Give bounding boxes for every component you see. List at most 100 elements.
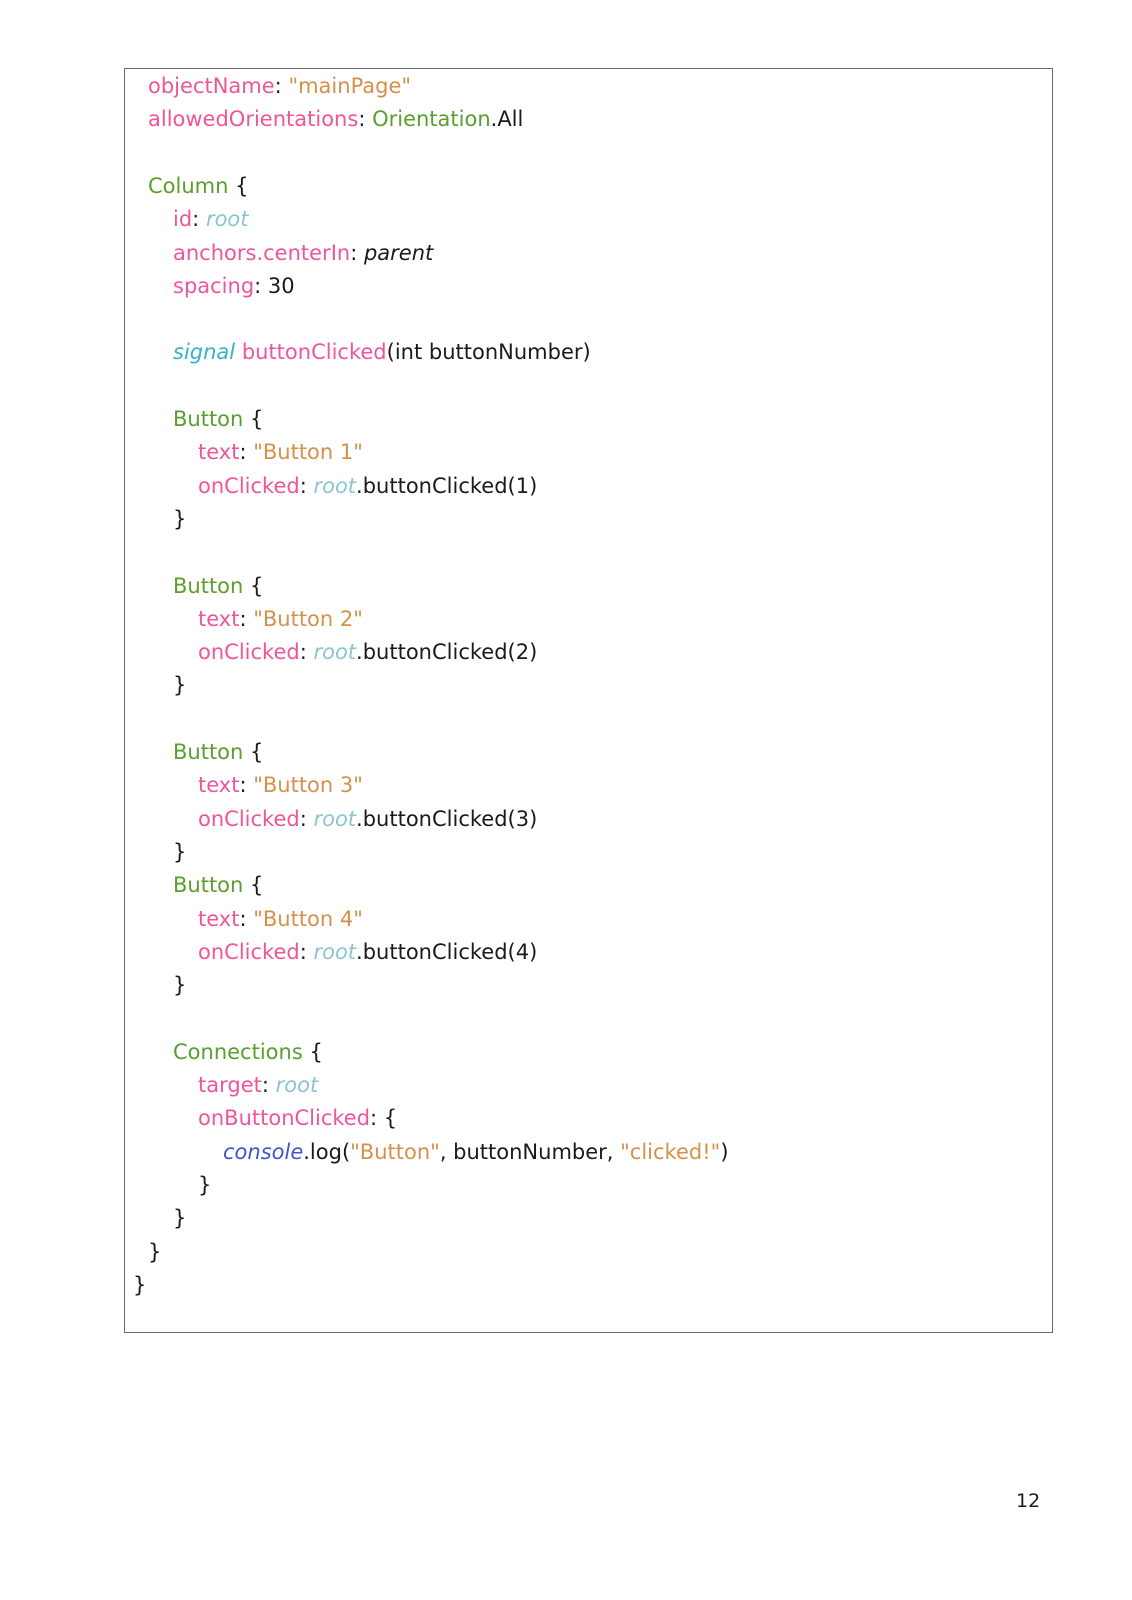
code-line: } [173,668,186,702]
code-token: onClicked [198,473,300,498]
code-line: spacing: 30 [173,269,295,303]
code-token: "Button 3" [253,773,363,798]
code-line: allowedOrientations: Orientation.All [148,102,523,136]
code-token: : [239,440,254,465]
code-token: : [239,606,254,631]
code-token: } [173,973,187,998]
code-line: objectName: "mainPage" [148,69,411,103]
code-token: allowedOrientations [148,107,359,132]
code-token: .All [490,107,524,132]
code-token: ) [720,1139,729,1164]
code-token: id [173,207,193,232]
code-token: (int buttonNumber) [386,340,591,365]
page-number: 12 [1016,1490,1041,1512]
code-line: text: "Button 4" [198,902,363,936]
code-token: root [205,207,249,232]
code-line: text: "Button 2" [198,602,363,636]
code-token: { [243,873,264,898]
code-line: Button { [173,569,263,603]
code-line: onClicked: root.buttonClicked(2) [198,635,537,669]
code-token: onClicked [198,939,300,964]
code-token: : [261,1073,276,1097]
code-token: .buttonClicked(3) [356,806,538,831]
code-line: } [198,1168,211,1202]
code-token: "Button 2" [253,606,363,631]
code-token: : [299,939,314,964]
code-token: } [198,1172,212,1197]
code-token: root [313,640,357,665]
code-line: } [133,1268,146,1302]
code-token: "mainPage" [288,74,412,98]
code-token: Button [173,740,244,764]
code-token: } [148,1239,162,1264]
code-token: root [313,939,357,964]
code-token: } [133,1272,147,1297]
code-token: : [299,806,314,831]
code-line: } [173,968,186,1002]
code-token: : [239,906,254,931]
code-token: , buttonNumber, [439,1139,621,1164]
code-token: } [173,1206,187,1231]
code-token: : [239,773,254,798]
code-token: { [243,740,264,764]
code-token: parent [363,240,434,265]
code-token: Button [173,573,244,598]
code-line: id: root [173,202,249,236]
code-token: objectName [148,74,275,98]
code-line: Button { [173,402,263,436]
code-token: .buttonClicked(4) [356,939,538,964]
code-token: text [198,773,240,798]
code-line: } [173,502,186,536]
code-line: onClicked: root.buttonClicked(1) [198,469,537,503]
code-line: Connections { [173,1035,323,1069]
code-token: : { [370,1106,398,1131]
code-token: text [198,440,240,465]
code-token: } [173,506,187,531]
code-line: Column { [148,169,248,203]
code-token: } [173,673,187,698]
code-line: Button { [173,868,263,902]
code-token: Orientation [372,107,491,132]
code-token: : [299,640,314,665]
code-line: anchors.centerIn: parent [173,236,433,270]
code-token: signal [173,340,236,365]
code-token: text [198,906,240,931]
code-token [235,340,242,364]
code-token: "clicked!" [620,1139,721,1164]
code-token: } [173,839,187,864]
code-line: text: "Button 1" [198,435,363,469]
code-line: onButtonClicked: { [198,1101,397,1135]
code-token: : 30 [254,273,295,298]
code-token: .buttonClicked(1) [356,473,538,498]
code-token: Button [173,407,244,431]
code-token: Button [173,873,244,898]
code-token: anchors.centerIn [173,240,351,265]
code-token: : [350,240,364,265]
code-line: onClicked: root.buttonClicked(3) [198,802,537,836]
code-line: } [173,835,186,869]
code-line: console.log("Button", buttonNumber, "cli… [223,1135,729,1169]
code-line: } [148,1235,161,1269]
code-token: "Button" [350,1139,440,1164]
code-token: buttonClicked [241,340,387,365]
code-token: onClicked [198,806,300,831]
code-line: Button { [173,735,263,769]
code-token: Column [148,173,229,198]
code-token: target [198,1073,262,1097]
code-token: "Button 1" [253,440,363,465]
code-token: onButtonClicked [198,1106,371,1131]
code-token: : [192,207,206,232]
code-token: onClicked [198,640,300,665]
code-token: .buttonClicked(2) [356,640,538,665]
code-token: text [198,606,240,631]
code-token: { [243,573,264,598]
code-token: : [299,473,314,498]
code-line: text: "Button 3" [198,768,363,802]
code-token: { [302,1039,323,1064]
code-line: signal buttonClicked(int buttonNumber) [173,335,591,369]
code-token: .log( [303,1139,351,1164]
code-token: root [313,806,357,831]
code-token: "Button 4" [253,906,363,931]
code-line: target: root [198,1068,318,1102]
code-token: root [275,1073,319,1097]
